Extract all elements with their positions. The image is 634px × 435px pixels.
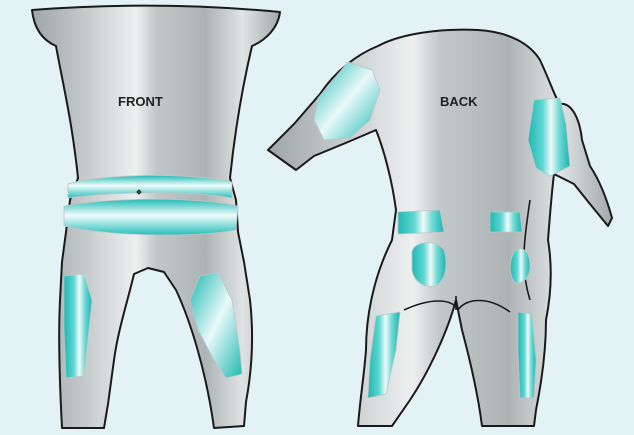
buttock-right-patch	[510, 249, 530, 283]
buttock-left-patch	[412, 243, 446, 287]
lower-back-right-patch	[490, 212, 522, 232]
front-label: FRONT	[118, 94, 163, 109]
back-label: BACK	[440, 94, 478, 109]
calf-right-patch	[518, 312, 536, 398]
front-figure: FRONT	[32, 6, 280, 428]
lower-back-left-patch	[398, 210, 444, 234]
back-figure: BACK	[268, 30, 612, 426]
waist-band-lower	[64, 199, 238, 235]
